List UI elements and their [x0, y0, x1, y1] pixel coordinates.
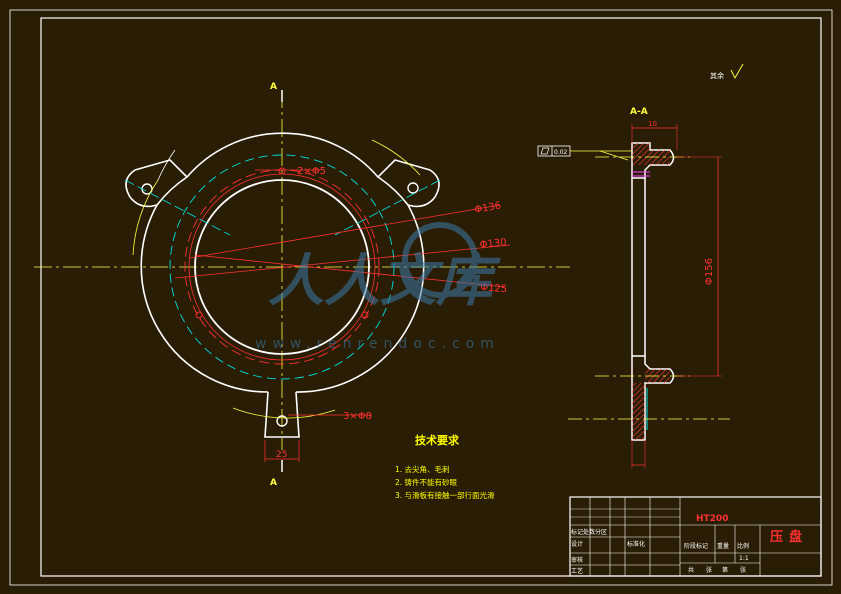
tech-note: 1. 去尖角、毛刺: [395, 464, 450, 474]
front-view: A A 2×Φ5 3×Φ8 Φ136 Φ130 Φ125 25: [34, 82, 570, 488]
sheet-label: 张: [706, 566, 712, 574]
dim-side-top: 10: [648, 120, 657, 128]
tech-title: 技术要求: [415, 433, 460, 447]
hatch-top-flange: [650, 150, 670, 165]
section-label-bottom: A: [270, 478, 277, 488]
outer-border: [9, 9, 833, 586]
scale-value: 1:1: [739, 555, 749, 562]
tab-hole: [276, 415, 288, 427]
watermark-text: 人人文库: [268, 249, 501, 314]
dim-d156: Φ156: [704, 258, 715, 285]
row-label-design: 设计: [571, 540, 583, 548]
leader-d136: [189, 204, 501, 259]
tolerance-value: 0.02: [554, 149, 568, 156]
row-label-process: 工艺: [571, 567, 583, 575]
title-block-frame: [569, 496, 822, 577]
flatness-icon: [540, 147, 550, 155]
pitch-hole: [195, 311, 203, 319]
tech-note: 2. 铸件不能有砂眼: [395, 477, 458, 487]
construction-arc: [132, 179, 159, 256]
cyan-circle: [169, 154, 395, 380]
outer-profile-right: [376, 159, 440, 208]
section-label-top: A: [270, 82, 277, 92]
material: HT200: [696, 514, 728, 524]
inner-bore: [194, 179, 370, 355]
outer-profile: [125, 159, 189, 208]
tech-note: 3. 与滑板有接触一部行面光滑: [395, 490, 495, 500]
dim-width-25: 25: [276, 450, 287, 460]
watermark-url: www.renrendoc.com: [255, 336, 500, 352]
ear-axis-right: [334, 179, 441, 236]
row-label-mark: 标记处数分区: [571, 528, 607, 536]
roughness-note: 其余: [710, 71, 724, 80]
outer-ring-arc: [186, 132, 379, 178]
construction-arc: [232, 407, 336, 419]
construction-arc: [371, 139, 421, 176]
tech-requirements: 技术要求 1. 去尖角、毛刺 2. 铸件不能有砂眼 3. 与滑板有接触一部行面光…: [395, 433, 495, 500]
weight-header: 重量: [717, 542, 729, 550]
watermark: 人人文库 www.renrendoc.com: [255, 222, 501, 352]
tolerance-leader-2: [599, 150, 629, 161]
section-view: A-A Φ156 10: [537, 63, 744, 468]
watermark-logo-ring: [402, 222, 478, 298]
sheet-label: 共: [688, 566, 694, 574]
dim-d125: Φ125: [480, 282, 508, 295]
sheet-label: 第: [722, 566, 728, 574]
roughness-icon: [730, 63, 744, 80]
dim-holes-bottom: 3×Φ8: [343, 411, 372, 422]
pitch-hole: [361, 311, 369, 319]
plate-body: [631, 177, 646, 357]
hatch-top: [632, 143, 650, 165]
ear-axis-left: [124, 179, 231, 236]
construction-arc: [157, 149, 176, 181]
title-block: HT200 压盘 标记处数分区 设计 审核 工艺 标准化 阶段标记 重量 比例 …: [569, 496, 822, 577]
dim-holes-top: 2×Φ5: [297, 166, 326, 177]
scale-header: 比例: [737, 542, 749, 550]
section-title: A-A: [630, 107, 648, 117]
dim-d136: Φ136: [474, 200, 502, 216]
hatch-bottom: [632, 383, 645, 440]
ear-hole-right: [407, 182, 419, 194]
drawing-frame: [40, 17, 822, 577]
pitch-hole: [278, 167, 286, 175]
sign-label: 标准化: [627, 540, 645, 548]
leader-d125: [194, 254, 506, 288]
stage-header: 阶段标记: [684, 542, 708, 550]
part-name: 压盘: [770, 529, 808, 545]
leader-d130: [174, 244, 511, 279]
dim-d130: Φ130: [479, 237, 507, 251]
outer-ring-arc-lower: [140, 204, 425, 393]
sheet-label: 张: [740, 566, 746, 574]
row-label-review: 审核: [571, 556, 583, 564]
bottom-tab: [264, 391, 300, 438]
